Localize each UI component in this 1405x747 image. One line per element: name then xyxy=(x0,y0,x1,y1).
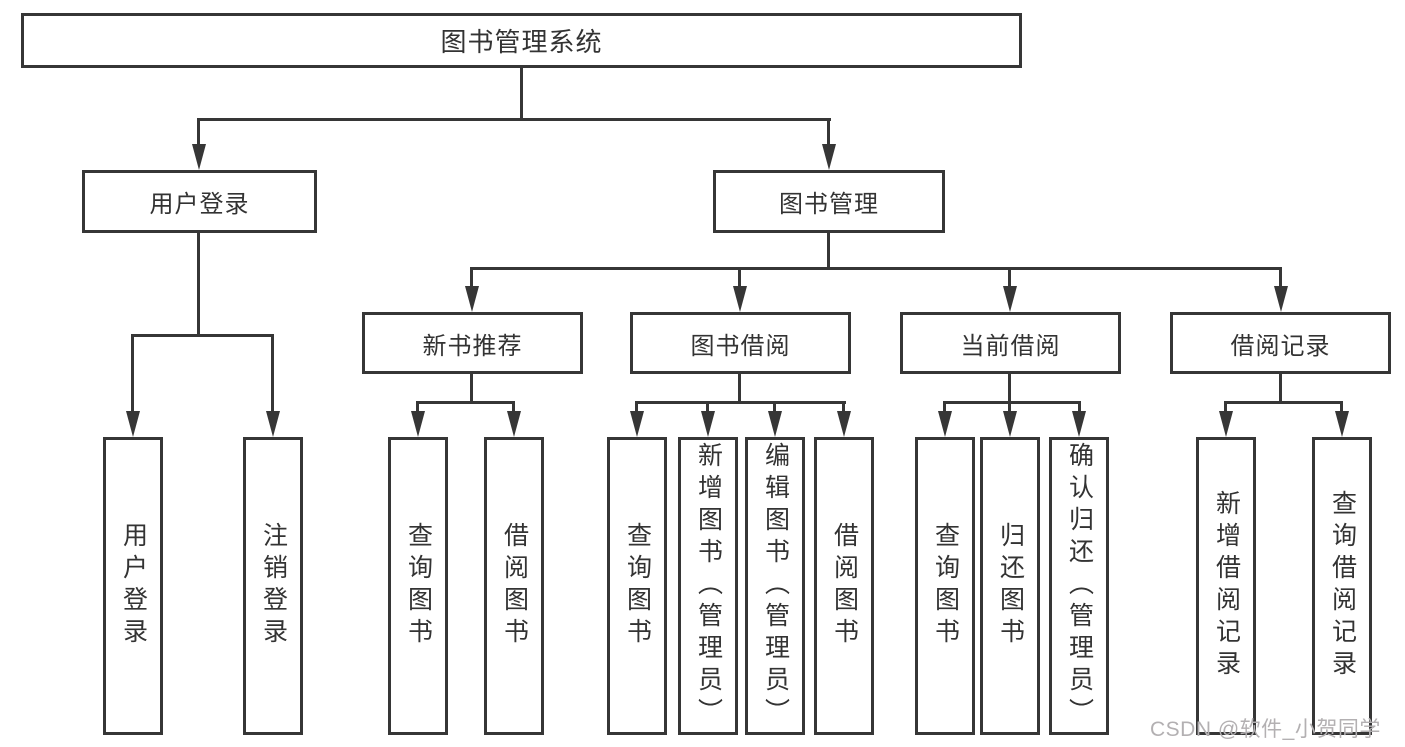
arrow-down-icon xyxy=(630,411,644,437)
arrow-down-icon xyxy=(837,411,851,437)
leaf-query-book-recommend: 查询图书 xyxy=(388,437,448,735)
connector-line xyxy=(827,233,830,270)
connector-line xyxy=(131,334,134,415)
connector-line xyxy=(197,233,200,337)
arrow-down-icon xyxy=(1274,286,1288,312)
connector-line xyxy=(943,401,946,415)
arrow-down-icon xyxy=(192,144,206,170)
node-book-borrow: 图书借阅 xyxy=(630,312,851,374)
csdn-watermark: CSDN @软件_小贺同学 xyxy=(1150,718,1381,741)
leaf-confirm-return-admin: 确认归还（管理员） xyxy=(1049,437,1109,735)
connector-line xyxy=(635,401,638,415)
arrow-down-icon xyxy=(1003,286,1017,312)
connector-line xyxy=(416,401,515,404)
connector-line xyxy=(131,334,274,337)
connector-line xyxy=(1008,401,1011,415)
leaf-add-book-admin: 新增图书（管理员） xyxy=(678,437,738,735)
connector-line xyxy=(706,401,709,415)
node-root-system: 图书管理系统 xyxy=(21,13,1022,68)
leaf-user-login: 用户登录 xyxy=(103,437,163,735)
connector-line xyxy=(1008,267,1011,290)
connector-line xyxy=(842,401,845,415)
connector-line xyxy=(1224,401,1227,415)
connector-line xyxy=(1279,267,1282,290)
leaf-borrow-book: 借阅图书 xyxy=(814,437,874,735)
arrow-down-icon xyxy=(411,411,425,437)
arrow-down-icon xyxy=(938,411,952,437)
connector-line xyxy=(1008,374,1011,404)
arrow-down-icon xyxy=(465,286,479,312)
leaf-borrow-book-recommend: 借阅图书 xyxy=(484,437,544,735)
connector-line xyxy=(1279,374,1282,404)
node-user-login: 用户登录 xyxy=(82,170,317,233)
node-borrow-records: 借阅记录 xyxy=(1170,312,1391,374)
connector-line xyxy=(1078,401,1081,415)
leaf-query-book-borrow: 查询图书 xyxy=(607,437,667,735)
leaf-query-book-current: 查询图书 xyxy=(915,437,975,735)
arrow-down-icon xyxy=(507,411,521,437)
connector-line xyxy=(512,401,515,415)
leaf-add-borrow-record: 新增借阅记录 xyxy=(1196,437,1256,735)
connector-line xyxy=(1340,401,1343,415)
leaf-logout: 注销登录 xyxy=(243,437,303,735)
arrow-down-icon xyxy=(768,411,782,437)
leaf-query-borrow-record: 查询借阅记录 xyxy=(1312,437,1372,735)
arrow-down-icon xyxy=(126,411,140,437)
connector-line xyxy=(738,267,741,290)
connector-line xyxy=(470,267,1282,270)
connector-line xyxy=(827,118,830,148)
connector-line xyxy=(520,68,523,121)
connector-line xyxy=(943,401,1081,404)
connector-line xyxy=(1224,401,1343,404)
connector-line xyxy=(416,401,419,415)
arrow-down-icon xyxy=(1003,411,1017,437)
connector-line xyxy=(197,118,831,121)
arrow-down-icon xyxy=(1219,411,1233,437)
connector-line xyxy=(773,401,776,415)
arrow-down-icon xyxy=(733,286,747,312)
connector-line xyxy=(470,267,473,290)
arrow-down-icon xyxy=(266,411,280,437)
arrow-down-icon xyxy=(1072,411,1086,437)
connector-line xyxy=(738,374,741,404)
node-book-management: 图书管理 xyxy=(713,170,945,233)
connector-line xyxy=(197,118,200,148)
arrow-down-icon xyxy=(1335,411,1349,437)
arrow-down-icon xyxy=(822,144,836,170)
connector-line xyxy=(635,401,846,404)
leaf-edit-book-admin: 编辑图书（管理员） xyxy=(745,437,805,735)
node-new-book-recommend: 新书推荐 xyxy=(362,312,583,374)
connector-line xyxy=(271,334,274,415)
connector-line xyxy=(470,374,473,404)
arrow-down-icon xyxy=(701,411,715,437)
node-current-borrow: 当前借阅 xyxy=(900,312,1121,374)
leaf-return-book: 归还图书 xyxy=(980,437,1040,735)
